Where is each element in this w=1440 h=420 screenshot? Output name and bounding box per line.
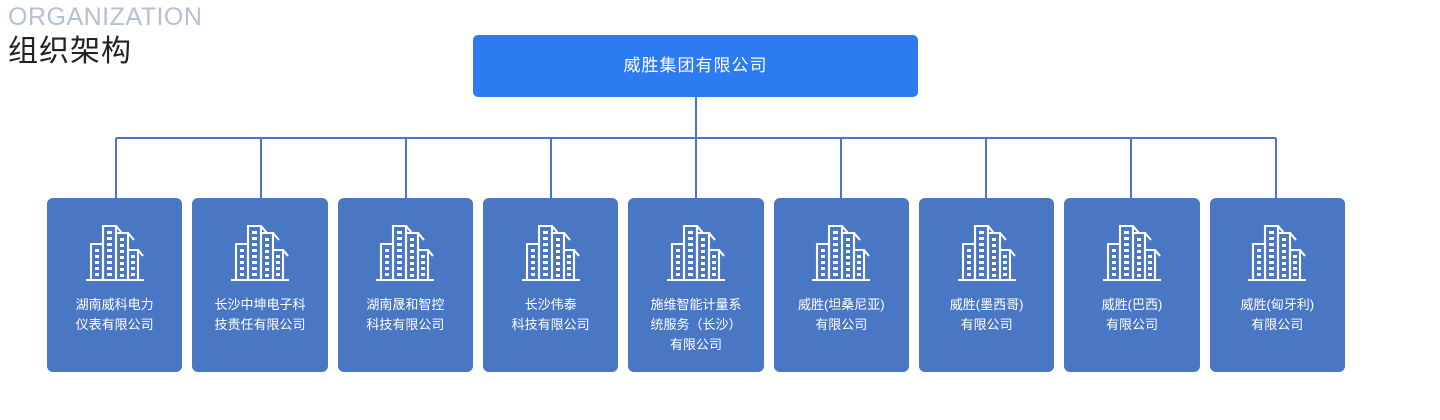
org-card[interactable]: 威胜(坦桑尼亚) 有限公司: [773, 198, 909, 372]
org-card-label: 长沙中坤电子科 技责任有限公司: [214, 297, 306, 332]
building-icon: [230, 224, 289, 282]
org-card[interactable]: 长沙中坤电子科 技责任有限公司: [192, 198, 328, 372]
building-icon: [812, 224, 871, 282]
page-title: 组织架构: [8, 35, 132, 68]
org-card[interactable]: 威胜(巴西) 有限公司: [1064, 198, 1200, 372]
building-icon: [1248, 224, 1307, 282]
org-card[interactable]: 长沙伟泰 科技有限公司: [482, 198, 619, 372]
org-card-label: 威胜(坦桑尼亚) 有限公司: [797, 297, 885, 332]
building-icon: [957, 224, 1016, 282]
org-children-row: 湖南威科电力 仪表有限公司: [47, 198, 1345, 372]
building-icon: [85, 224, 144, 282]
org-card[interactable]: 威胜(匈牙利) 有限公司: [1209, 198, 1345, 372]
page-header: ORGANIZATION 组织架构: [8, 2, 428, 72]
building-icon: [1102, 224, 1161, 282]
org-card[interactable]: 湖南威科电力 仪表有限公司: [47, 198, 183, 372]
building-icon: [376, 224, 435, 282]
org-root-node-label: 威胜集团有限公司: [623, 56, 768, 75]
org-card[interactable]: 施维智能计量系 统服务（长沙） 有限公司: [628, 198, 764, 372]
building-icon: [521, 224, 580, 282]
org-root-node[interactable]: 威胜集团有限公司: [473, 35, 918, 97]
org-card-label: 威胜(匈牙利) 有限公司: [1240, 297, 1315, 332]
org-card-label: 长沙伟泰 科技有限公司: [511, 297, 590, 332]
org-card[interactable]: 湖南晟和智控 科技有限公司: [337, 198, 473, 372]
org-card-label: 施维智能计量系 统服务（长沙） 有限公司: [650, 297, 742, 352]
org-card-label: 湖南威科电力 仪表有限公司: [75, 297, 154, 332]
page-eyebrow: ORGANIZATION: [8, 3, 203, 31]
org-card-label: 威胜(墨西哥) 有限公司: [949, 297, 1024, 332]
org-card-label: 威胜(巴西) 有限公司: [1101, 297, 1163, 332]
org-card[interactable]: 威胜(墨西哥) 有限公司: [918, 198, 1055, 372]
building-icon: [666, 224, 725, 282]
org-card-label: 湖南晟和智控 科技有限公司: [366, 297, 445, 332]
